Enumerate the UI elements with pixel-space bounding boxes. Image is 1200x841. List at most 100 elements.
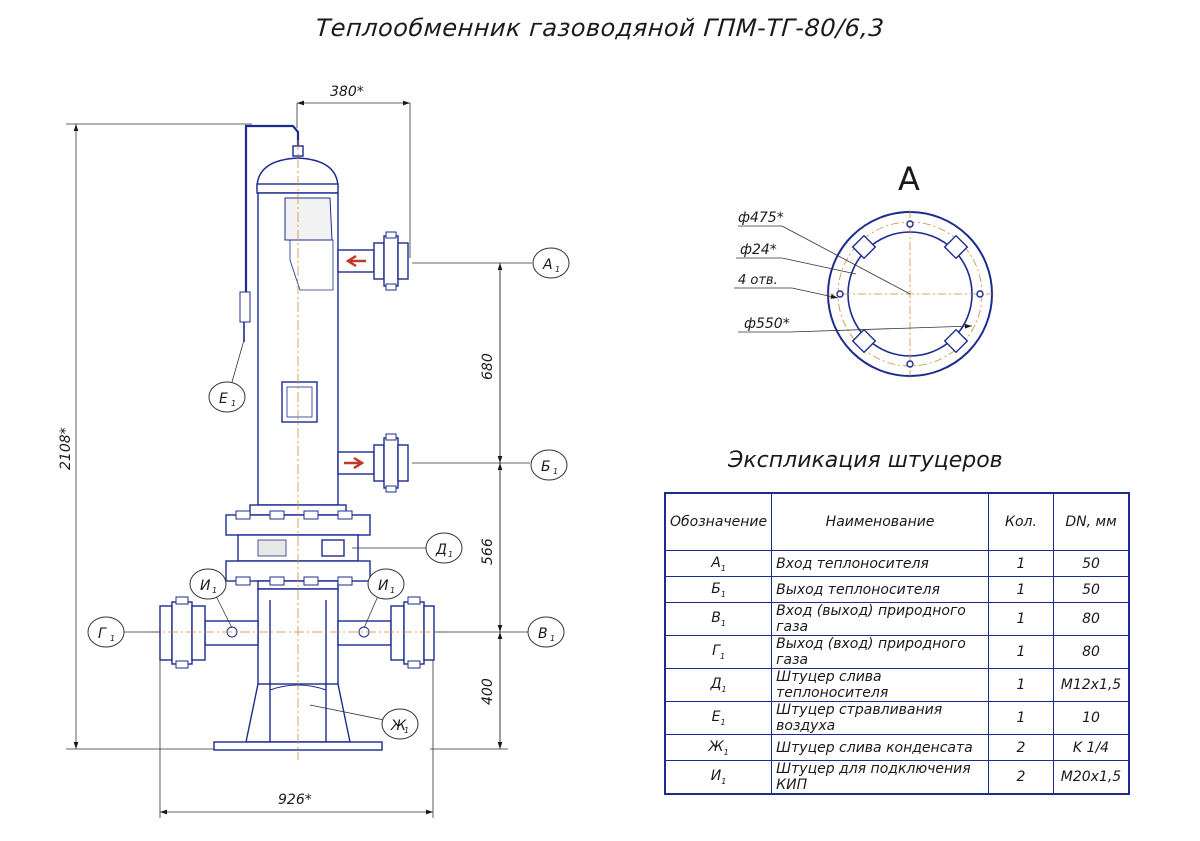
- cell-designation: А1: [664, 550, 773, 577]
- cell-dn: 80: [1053, 602, 1130, 636]
- cell-designation: Ж1: [664, 734, 773, 761]
- header-qty: Кол.: [988, 492, 1054, 551]
- flange-holes-label: 4 отв.: [738, 273, 778, 288]
- cell-designation: Б1: [664, 576, 773, 603]
- svg-text:Г: Г: [98, 626, 107, 642]
- svg-text:Е: Е: [219, 391, 228, 407]
- designation-subscript: 1: [719, 651, 726, 661]
- callout-d1: Д 1: [425, 532, 463, 564]
- svg-text:1: 1: [390, 586, 395, 595]
- flange-view-a: ф475* ф24* 4 отв. ф550*: [734, 210, 994, 378]
- cell-dn: 50: [1053, 550, 1130, 577]
- cell-designation: Д1: [664, 668, 773, 702]
- dimension-926: 926*: [159, 660, 434, 818]
- cell-dn: M20x1,5: [1053, 760, 1130, 795]
- svg-text:1: 1: [404, 726, 409, 735]
- cell-qty: 1: [988, 602, 1054, 636]
- designation-subscript: 1: [720, 563, 726, 573]
- designation-code: Д: [710, 676, 722, 693]
- callout-v1: В 1: [527, 616, 565, 648]
- designation-code: Б: [711, 580, 721, 597]
- cell-designation: Е1: [664, 701, 773, 735]
- header-dn: DN, мм: [1053, 492, 1130, 551]
- cell-name: Штуцер слива конденсата: [771, 734, 989, 761]
- flange-d24-label: ф24*: [740, 242, 777, 258]
- dimension-400-label: 400: [480, 678, 496, 705]
- dimension-380: 380*: [296, 84, 411, 258]
- designation-code: Ж: [708, 738, 724, 755]
- dimension-right-stack: 680 566 400: [430, 263, 508, 750]
- designation-code: И: [710, 768, 722, 785]
- cell-dn: K 1/4: [1053, 734, 1130, 761]
- header-name: Наименование: [771, 492, 989, 551]
- explication-title: Экспликация штуцеров: [728, 448, 1003, 473]
- svg-text:1: 1: [448, 550, 453, 559]
- cell-dn: M12x1,5: [1053, 668, 1130, 702]
- svg-text:И: И: [200, 578, 211, 594]
- callout-zh1: Ж 1: [381, 708, 419, 740]
- designation-subscript: 1: [720, 717, 726, 727]
- dimension-380-label: 380*: [330, 84, 364, 100]
- cell-dn: 50: [1053, 576, 1130, 603]
- svg-text:1: 1: [212, 586, 217, 595]
- dimension-680-label: 680: [480, 353, 496, 380]
- flange-d475-label: ф475*: [738, 210, 784, 226]
- callout-e1: Е 1: [208, 381, 246, 413]
- flow-arrows: [344, 254, 366, 470]
- cell-qty: 2: [988, 734, 1054, 761]
- callout-a1: А 1: [532, 247, 570, 279]
- svg-text:Б: Б: [541, 459, 551, 475]
- callout-g1: Г 1: [87, 616, 125, 648]
- dimension-2108-label: 2108*: [58, 427, 74, 470]
- cell-designation: И1: [664, 760, 773, 795]
- svg-text:1: 1: [555, 265, 560, 274]
- callout-b1: Б 1: [530, 449, 568, 481]
- designation-subscript: 1: [720, 589, 726, 599]
- cell-dn: 80: [1053, 635, 1130, 669]
- centerlines: [150, 140, 445, 760]
- cell-name: Штуцер стравливания воздуха: [771, 701, 989, 735]
- designation-code: В: [711, 610, 721, 627]
- svg-text:А: А: [542, 257, 553, 273]
- svg-text:Ж: Ж: [390, 718, 407, 734]
- cell-name: Вход (выход) природного газа: [771, 602, 989, 636]
- cell-name: Выход теплоносителя: [771, 576, 989, 603]
- cell-dn: 10: [1053, 701, 1130, 735]
- cell-qty: 1: [988, 550, 1054, 577]
- callout-i1-right: И 1: [367, 568, 405, 600]
- designation-subscript: 1: [721, 684, 727, 694]
- cell-name: Выход (вход) природного газа: [771, 635, 989, 669]
- header-designation: Обозначение: [664, 492, 773, 551]
- flange-bolts: [175, 231, 421, 669]
- dimension-926-label: 926*: [278, 792, 312, 808]
- designation-subscript: 1: [723, 747, 729, 757]
- svg-text:В: В: [538, 626, 548, 642]
- svg-text:Д: Д: [435, 542, 447, 558]
- cell-qty: 1: [988, 701, 1054, 735]
- designation-code: Е: [711, 709, 721, 726]
- cell-designation: В1: [664, 602, 773, 636]
- svg-text:1: 1: [550, 634, 555, 643]
- cell-name: Штуцер для подключения КИП: [771, 760, 989, 795]
- cell-designation: Г1: [664, 635, 773, 669]
- flange-d550-label: ф550*: [744, 316, 790, 332]
- cell-qty: 2: [988, 760, 1054, 795]
- callout-i1-left: И 1: [189, 568, 227, 600]
- cell-qty: 1: [988, 576, 1054, 603]
- designation-code: А: [711, 554, 721, 571]
- svg-text:1: 1: [110, 634, 115, 643]
- designation-subscript: 1: [720, 618, 726, 628]
- cell-name: Штуцер слива теплоносителя: [771, 668, 989, 702]
- dimension-566-label: 566: [480, 538, 496, 565]
- cell-qty: 1: [988, 668, 1054, 702]
- dimension-2108: 2108*: [58, 123, 252, 750]
